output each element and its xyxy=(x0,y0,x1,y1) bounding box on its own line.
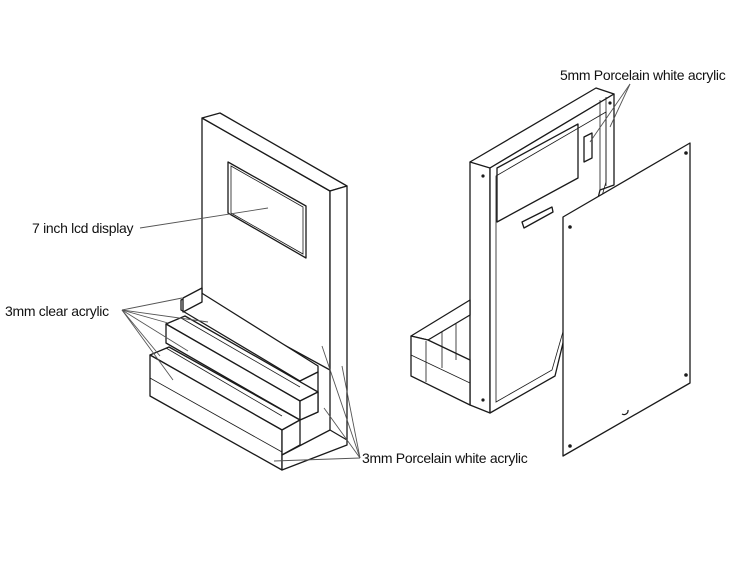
leader-white3-3 xyxy=(323,407,361,459)
rear-box-shelf xyxy=(410,354,471,384)
tier-inner-line-1 xyxy=(180,317,301,388)
label-clear-acrylic: 3mm clear acrylic xyxy=(5,303,109,319)
leader-white3-1 xyxy=(321,345,361,459)
lcd-window-inner xyxy=(230,165,304,255)
plate-hole-bl xyxy=(568,444,572,448)
rear-slot-horizontal xyxy=(521,206,554,229)
back-panel-side xyxy=(329,185,348,446)
lcd-window-outer xyxy=(227,161,307,259)
leader-white3-2 xyxy=(341,365,361,459)
label-white-acrylic-5mm: 5mm Porcelain white acrylic xyxy=(560,67,726,83)
plate-hole-br xyxy=(684,373,688,377)
rear-box-top xyxy=(410,299,471,341)
left-display-stand xyxy=(149,112,348,471)
detached-back-plate xyxy=(562,142,691,457)
leader-clear-3 xyxy=(121,309,189,352)
rear-side-panel xyxy=(469,152,491,414)
leader-clear-5 xyxy=(121,309,161,357)
label-white-acrylic-3mm: 3mm Porcelain white acrylic xyxy=(362,450,528,466)
leader-lcd xyxy=(139,207,269,229)
screw-dot-1 xyxy=(481,174,485,178)
screw-dot-2 xyxy=(481,398,485,402)
plate-notch xyxy=(621,409,629,416)
leader-clear-4 xyxy=(121,309,169,324)
leader-lines xyxy=(121,83,631,462)
rear-slot-vertical xyxy=(583,132,593,163)
label-lcd-display: 7 inch lcd display xyxy=(32,220,134,236)
tier-inner-line-2 xyxy=(165,347,283,417)
screw-dot-3 xyxy=(608,101,612,105)
leader-white5-2 xyxy=(609,83,631,128)
leader-clear-6 xyxy=(121,309,174,381)
tier-mid-side xyxy=(299,391,319,421)
plate-hole-tl xyxy=(568,225,572,229)
right-display-stand xyxy=(410,87,691,457)
leader-white5-1 xyxy=(589,83,631,143)
leader-clear-2 xyxy=(121,309,209,323)
leader-white3-4 xyxy=(273,457,361,462)
tier-inner-line-3 xyxy=(149,377,283,453)
rear-lcd-window xyxy=(496,123,579,223)
leader-clear-1 xyxy=(121,297,183,311)
rear-box-front xyxy=(410,335,471,406)
tier-top-riser xyxy=(182,287,203,313)
plate-hole-tr xyxy=(684,151,688,155)
